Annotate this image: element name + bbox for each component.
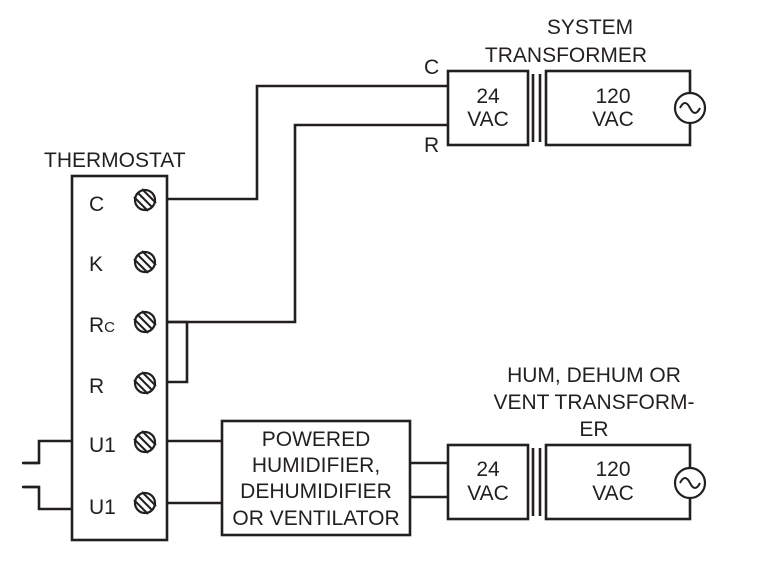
- aux-primary-voltage-2: VAC: [592, 482, 634, 505]
- terminal-c-label: C: [89, 193, 104, 216]
- aux-secondary-voltage-2: VAC: [467, 482, 509, 505]
- ac-source-icon: [673, 466, 707, 500]
- terminal-u1-bottom[interactable]: U1: [89, 491, 157, 519]
- aux-transformer-title-1: HUM, DEHUM OR: [507, 364, 681, 387]
- system-transformer-title-2: TRANSFORMER: [485, 44, 647, 67]
- thermostat-body: [70, 174, 169, 542]
- terminal-screw-icon: [133, 188, 157, 212]
- aux-transformer-primary: [544, 443, 692, 521]
- wire-c: [167, 84, 448, 201]
- terminal-rc[interactable]: RC: [89, 310, 157, 337]
- terminal-screw-icon: [133, 310, 157, 334]
- terminal-screw-icon: [133, 250, 157, 274]
- equipment-label-4: OR VENTILATOR: [232, 507, 399, 530]
- equipment-label-1: POWERED: [262, 428, 371, 451]
- terminal-r[interactable]: R: [89, 371, 157, 398]
- terminal-c[interactable]: C: [89, 188, 157, 216]
- system-secondary-voltage-1: 24: [476, 85, 500, 108]
- thermostat-title: THERMOSTAT: [44, 149, 186, 172]
- contact-wire-bottom: [24, 485, 72, 511]
- contact-switch-icon: [22, 461, 39, 489]
- terminal-r-label: R: [89, 375, 104, 398]
- terminal-screw-icon: [133, 491, 157, 515]
- ac-source-icon: [673, 91, 707, 125]
- terminal-screw-icon: [133, 371, 157, 395]
- terminal-u1-top-label: U1: [89, 434, 116, 457]
- equipment-label-3: DEHUMIDIFIER: [240, 480, 392, 503]
- jumper-rc-r: [167, 320, 189, 384]
- terminal-u1-bottom-label: U1: [89, 496, 116, 519]
- terminal-u1-top[interactable]: U1: [89, 430, 157, 457]
- contact-wire-top: [24, 439, 72, 465]
- system-primary-voltage-2: VAC: [592, 108, 634, 131]
- system-secondary-voltage-2: VAC: [467, 108, 509, 131]
- aux-transformer-title-2: VENT TRANSFORM-: [493, 391, 694, 414]
- terminal-k[interactable]: K: [89, 250, 157, 276]
- wire-c-label: C: [424, 56, 439, 79]
- terminal-screw-icon: [133, 430, 157, 454]
- wire-r: [167, 123, 448, 324]
- aux-primary-voltage-1: 120: [595, 458, 630, 481]
- equipment-box: [220, 419, 412, 537]
- equipment-label-2: HUMIDIFIER,: [252, 454, 380, 477]
- aux-secondary-voltage-1: 24: [476, 458, 500, 481]
- terminal-k-label: K: [89, 253, 103, 276]
- system-transformer-title-1: SYSTEM: [547, 16, 633, 39]
- aux-transformer-title-3: ER: [579, 418, 608, 441]
- wire-r-label: R: [424, 134, 439, 157]
- system-primary-voltage-1: 120: [595, 85, 630, 108]
- aux-transformer-secondary: [446, 443, 530, 521]
- system-transformer-secondary: [446, 69, 530, 147]
- terminal-rc-label: RC: [89, 314, 115, 337]
